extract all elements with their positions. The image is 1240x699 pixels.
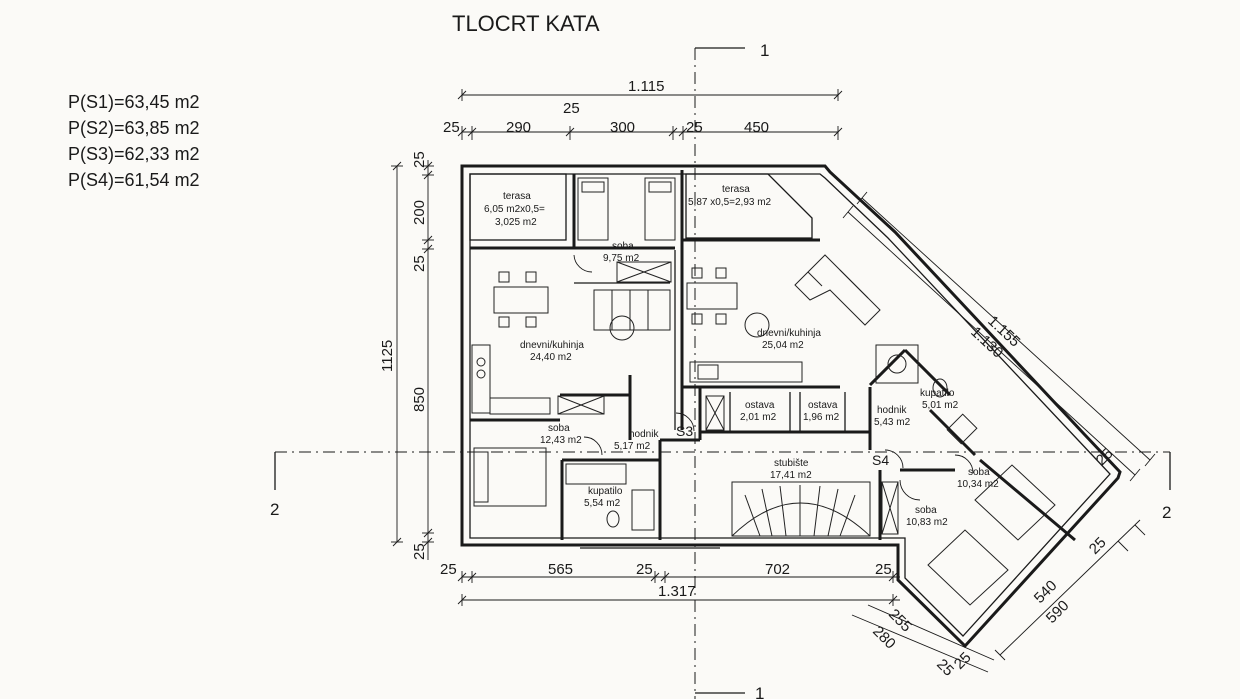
stubiste-area: 17,41 m2	[770, 470, 812, 481]
dim-top-450: 450	[744, 119, 769, 136]
dim-left-1125: 1125	[379, 340, 396, 372]
interior-walls	[470, 170, 1076, 542]
section-line-1: 1 1	[694, 41, 769, 699]
kupatilo-right-area: 5,01 m2	[922, 400, 959, 411]
dim-top-mid: 25	[563, 100, 580, 117]
ostava-1-name: ostava	[745, 400, 775, 411]
dining-table-right	[686, 267, 738, 325]
terrace-walls	[469, 173, 813, 241]
dim-bottom-total: 1.317	[658, 583, 696, 600]
bed-top-room	[577, 177, 676, 283]
dim-right-25: 25	[1086, 534, 1110, 558]
wardrobe-boxes	[557, 395, 978, 535]
door-swings	[573, 254, 974, 501]
terasa-right-name: terasa	[722, 184, 750, 195]
dim-left-25-bottom: 25	[411, 543, 428, 560]
hodnik-left-area: 5,17 m2	[614, 441, 651, 452]
dim-top-300: 300	[610, 119, 635, 136]
terasa-left-line2: 3,025 m2	[495, 217, 537, 228]
dim-left-25-mid: 25	[411, 255, 428, 272]
kupatilo-left-area: 5,54 m2	[584, 498, 621, 509]
area-s3: P(S3)=62,33 m2	[68, 144, 200, 164]
dim-bottom-25-left: 25	[440, 561, 457, 578]
room-labels: terasa 6,05 m2x0,5= 3,025 m2 soba 9,75 m…	[484, 184, 999, 528]
stubiste-name: stubište	[774, 458, 809, 469]
dim-left-850: 850	[411, 387, 428, 412]
soba-r2-area: 10,83 m2	[906, 517, 948, 528]
round-table-left	[609, 315, 635, 341]
bottom-dimensions: 25 565 25 702 25 1.317	[440, 561, 900, 606]
dk-left-name: dnevni/kuhinja	[520, 340, 584, 351]
soba-left-name: soba	[548, 423, 570, 434]
soba-r1-area: 10,34 m2	[957, 479, 999, 490]
dim-bottom-565: 565	[548, 561, 573, 578]
section-2-right-label: 2	[1162, 503, 1171, 522]
terasa-right-area: 5,87 x0,5=2,93 m2	[688, 197, 772, 208]
soba-top-area: 9,75 m2	[603, 253, 640, 264]
dim-bottom-25-mid: 25	[636, 561, 653, 578]
staircase-main	[731, 481, 871, 537]
top-dimensions: 1.115 25 25 290 300 25 450	[443, 78, 843, 140]
section-2-left-label: 2	[270, 500, 279, 519]
ostava-2-name: ostava	[808, 400, 838, 411]
beds-right-rooms	[927, 464, 1056, 606]
drawing-title: TLOCRT KATA	[452, 11, 600, 36]
unit-s4-label: S4	[872, 452, 889, 468]
dim-left-25-top: 25	[411, 151, 428, 168]
dim-bottom-702: 702	[765, 561, 790, 578]
dim-bottom-25-right: 25	[875, 561, 892, 578]
dining-table-left	[493, 271, 549, 328]
dim-top-25-left: 25	[443, 119, 460, 136]
hodnik-right-name: hodnik	[877, 405, 907, 416]
dim-left-200: 200	[411, 200, 428, 225]
area-s4: P(S4)=61,54 m2	[68, 170, 200, 190]
soba-r1-name: soba	[968, 467, 990, 478]
area-s2: P(S2)=63,85 m2	[68, 118, 200, 138]
bathroom-right-fixtures	[875, 344, 948, 398]
unit-s3-label: S3	[676, 423, 693, 439]
dim-top-25-right: 25	[686, 119, 703, 136]
kitchen-counter-left	[471, 344, 551, 415]
dk-right-area: 25,04 m2	[762, 340, 804, 351]
soba-r2-name: soba	[915, 505, 937, 516]
exterior-walls	[460, 164, 1122, 649]
kupatilo-right-name: kupatilo	[920, 388, 955, 399]
round-table-right	[744, 312, 770, 338]
area-s1: P(S1)=63,45 m2	[68, 92, 200, 112]
bathroom-left-fixtures	[565, 463, 655, 531]
soba-top-name: soba	[612, 241, 634, 252]
staircase-upper	[593, 289, 671, 331]
dk-left-area: 24,40 m2	[530, 352, 572, 363]
dim-low-280: 280	[869, 623, 899, 653]
hodnik-left-name: hodnik	[629, 429, 659, 440]
dk-right-name: dnevni/kuhinja	[757, 328, 821, 339]
terasa-left-line1: 6,05 m2x0,5=	[484, 204, 545, 215]
kupatilo-left-name: kupatilo	[588, 486, 623, 497]
bed-left-room	[473, 447, 547, 507]
ostava-2-area: 1,96 m2	[803, 412, 840, 423]
section-1-top-label: 1	[760, 41, 769, 60]
section-line-2: 2 2	[270, 451, 1171, 522]
hodnik-right-area: 5,43 m2	[874, 417, 911, 428]
kitchen-counter-right	[689, 361, 803, 383]
soba-left-area: 12,43 m2	[540, 435, 582, 446]
section-1-bottom-label: 1	[755, 684, 764, 699]
left-dimensions: 1125 25 200 25 850 25	[379, 151, 434, 560]
dim-top-total: 1.115	[628, 78, 664, 95]
sofa-right	[794, 254, 881, 326]
terasa-left-name: terasa	[503, 191, 531, 202]
dim-top-290: 290	[506, 119, 531, 136]
ostava-1-area: 2,01 m2	[740, 412, 777, 423]
diagonal-dimensions: 1.155 1.130 25	[842, 191, 1156, 482]
